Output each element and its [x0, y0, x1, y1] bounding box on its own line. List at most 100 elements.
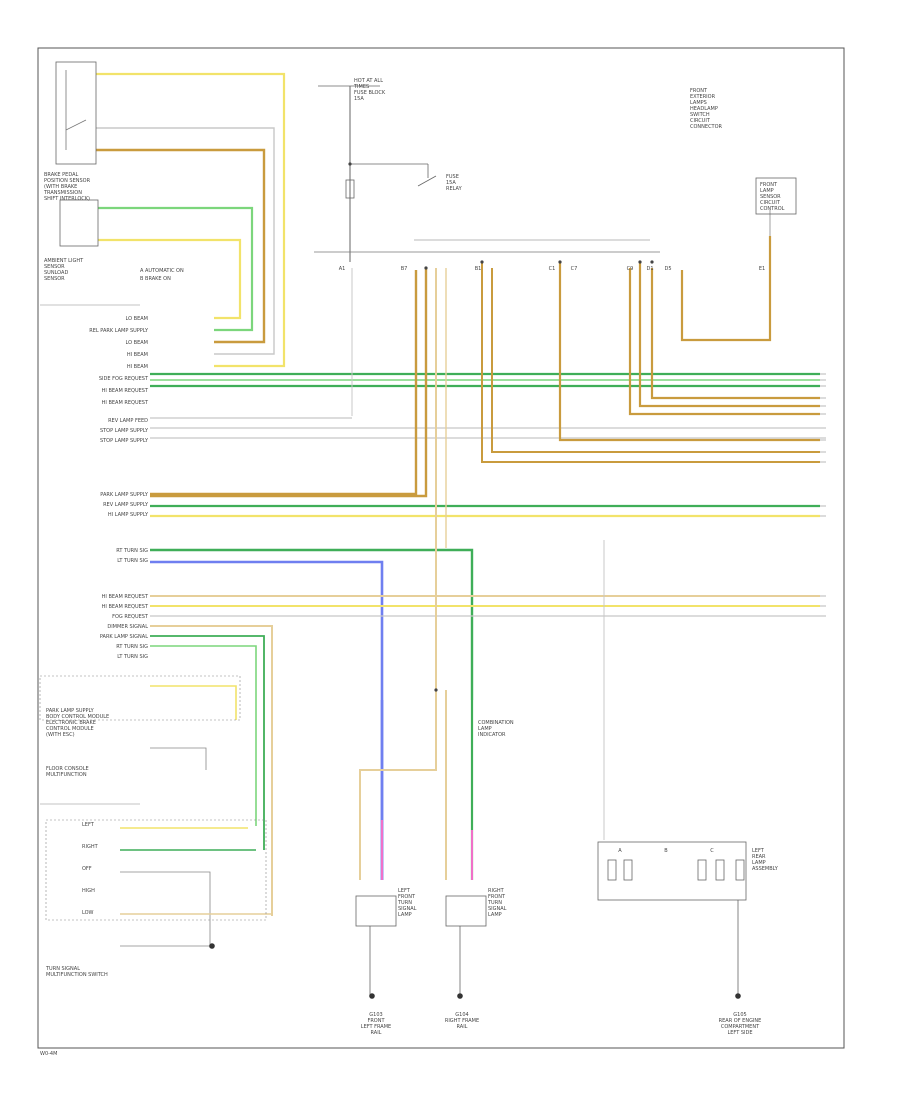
wire-floor	[150, 747, 207, 770]
module-label: CONTROL MODULE	[46, 726, 94, 732]
multifunction-ground	[209, 943, 215, 949]
left-lamp-label: LAMP	[398, 912, 412, 918]
module-label: PARK LAMP SUPPLY	[46, 708, 95, 714]
wire-brn-c7	[558, 262, 820, 442]
headlamp-notes: LAMPS	[690, 100, 707, 106]
brake-switch-label: SHIFT INTERLOCK)	[44, 196, 90, 202]
bcm-row5-label: LT TURN SIG	[117, 654, 148, 660]
ground-left-label: FRONT	[367, 1018, 385, 1024]
combination-label: INDICATOR	[478, 732, 506, 738]
pin-label: B7	[401, 266, 408, 272]
floor-console-label: FLOOR CONSOLE	[46, 766, 89, 772]
left-lamp-label: FRONT	[398, 894, 416, 900]
bcm-row-label: LO BEAM	[126, 340, 148, 346]
front-lamp-sensor-label: CONTROL	[760, 206, 785, 212]
ambient-sensor-label: SENSOR	[44, 264, 65, 270]
pin-label: C1	[549, 266, 556, 272]
diagram-frame	[37, 47, 845, 1049]
bcm-row2-label: STOP LAMP SUPPLY	[100, 428, 149, 434]
relay-label: FUSE	[446, 174, 459, 180]
switch-position-label: LEFT	[82, 822, 95, 828]
right-lamp-box	[445, 895, 487, 927]
wire-green-rt	[150, 645, 257, 826]
wire-brn-d1	[638, 262, 820, 408]
bcm-row5-label: FOG REQUEST	[112, 614, 149, 620]
bcm-row3-label: HI LAMP SUPPLY	[108, 512, 149, 518]
bcm-row-label: SIDE FOG REQUEST	[99, 376, 149, 382]
fuse-label: HOT AT ALL	[354, 78, 383, 84]
ground-left-label: RAIL	[371, 1030, 382, 1036]
ground-left-label: LEFT FRAME	[361, 1024, 391, 1030]
combination-label: LAMP	[478, 726, 492, 732]
splice-dot	[638, 260, 642, 264]
left-lamp-label: SIGNAL	[398, 906, 417, 912]
splice-dot	[480, 260, 484, 264]
relay-pin-label: C	[710, 848, 714, 854]
pin-label: B1	[475, 266, 482, 272]
relay-block-label: REAR	[752, 854, 766, 860]
brake-switch-box	[55, 61, 97, 165]
bcm-row3-label: REV LAMP SUPPLY	[103, 502, 149, 508]
fuse-box-top	[345, 179, 355, 199]
brake-switch-label: (WITH BRAKE	[44, 184, 77, 190]
ambient-sensor-box	[59, 199, 99, 247]
module-label: (WITH ESC)	[46, 732, 75, 738]
ambient-sensor-label: AMBIENT LIGHT	[44, 258, 84, 264]
relay-block-label: LEFT	[752, 848, 765, 854]
bcm-row5-label: DIMMER SIGNAL	[107, 624, 148, 630]
pin-label: C9	[627, 266, 634, 272]
bcm-row3-label: PARK LAMP SUPPLY	[100, 492, 149, 498]
bcm-row-label: LO BEAM	[126, 316, 148, 322]
wire-brn-top	[96, 148, 266, 344]
multifunction-switch-box	[45, 819, 267, 921]
headlamp-notes: EXTERIOR	[690, 94, 716, 100]
wire-rt-turn	[150, 548, 474, 700]
relay-cell-4	[735, 859, 745, 881]
wire-ltgn-top	[98, 206, 254, 332]
wire-brn-pin-b7	[150, 268, 428, 498]
wire-green-park	[150, 635, 265, 850]
wire-brn-b1b	[491, 268, 820, 453]
splice-dot	[558, 260, 562, 264]
bcm-row-label: REL PARK LAMP SUPPLY	[89, 328, 149, 334]
relay-cell-3	[715, 859, 725, 881]
pin-label: A1	[339, 266, 346, 272]
ground-rear-label: COMPARTMENT	[721, 1024, 760, 1030]
relay-cell-2	[697, 859, 707, 881]
right-lamp-label: LAMP	[488, 912, 502, 918]
front-lamp-sensor-label: LAMP	[760, 188, 774, 194]
headlamp-notes: CONNECTOR	[690, 124, 723, 130]
ground-right-label: RIGHT FRAME	[445, 1018, 479, 1024]
headlamp-notes: HEADLAMP	[690, 106, 718, 112]
relay-block-label: ASSEMBLY	[752, 866, 779, 872]
module-label: ELECTRONIC BRAKE	[46, 720, 96, 726]
bcm-row2-label: REV LAMP FEED	[108, 418, 148, 424]
front-lamp-sensor-label: FRONT	[760, 182, 778, 188]
right-lamp-label: RIGHT	[488, 888, 505, 894]
relay-pin-label: A	[618, 848, 622, 854]
splice-dot	[424, 266, 428, 270]
headlamp-notes: CIRCUIT	[690, 118, 711, 124]
ground-right-label: G104	[455, 1012, 468, 1018]
bcm-row4-label: LT TURN SIG	[117, 558, 148, 564]
switch-position-label: HIGH	[82, 888, 95, 894]
module-label: BODY CONTROL MODULE	[46, 714, 109, 720]
multifunction-label: TURN SIGNAL	[45, 966, 80, 972]
right-lamp-label: FRONT	[488, 894, 506, 900]
bcm-row-label: HI BEAM REQUEST	[102, 400, 149, 406]
pin-label: D5	[664, 266, 671, 272]
relay-pin-label: B	[664, 848, 668, 854]
splice-dot	[650, 260, 654, 264]
pin-label: E1	[759, 266, 765, 272]
wire-tan-dimmer	[150, 625, 273, 916]
wire-ye2-top	[98, 238, 242, 320]
bcm-row-label: HI BEAM	[127, 352, 148, 358]
right-lamp-label: TURN	[487, 900, 502, 906]
front-lamp-sensor-label: SENSOR	[760, 194, 781, 200]
switch-position-label: RIGHT	[82, 844, 99, 850]
wire-ms-3	[120, 871, 211, 948]
fuse-label: 15A	[354, 96, 364, 102]
brake-switch-label: POSITION SENSOR	[44, 178, 91, 184]
park-lamp-box	[39, 675, 241, 721]
